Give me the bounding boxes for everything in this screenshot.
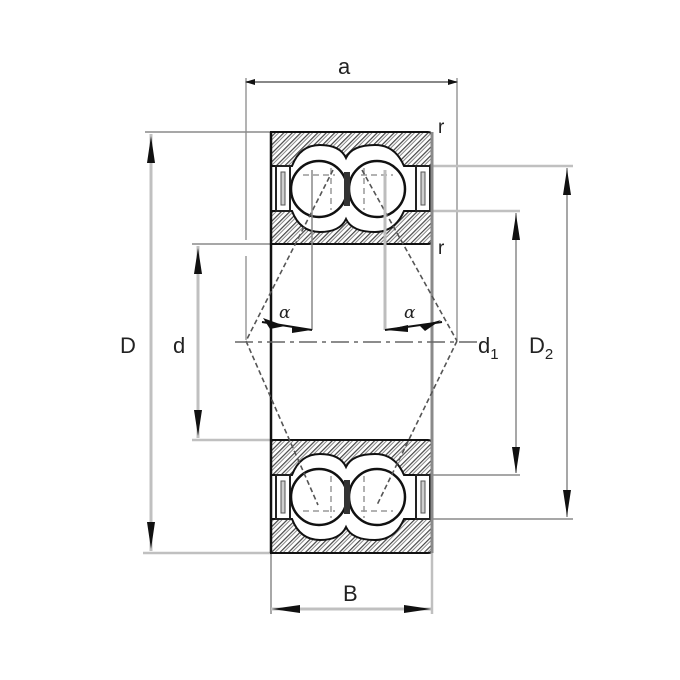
contact-line-upper-right <box>361 169 458 342</box>
alpha-right-arrow-b <box>420 320 441 331</box>
alpha-left-arrow-a <box>263 318 285 329</box>
bearing-upper-section: r r <box>270 117 445 259</box>
label-D2: D2 <box>529 333 553 363</box>
label-d1: d1 <box>478 333 499 363</box>
arrow-d-bottom <box>194 410 202 436</box>
label-alpha-left: α <box>279 303 291 323</box>
label-r-mid: r <box>438 238 445 259</box>
dimension-B: B <box>270 553 434 614</box>
arrow-D-top <box>147 136 155 163</box>
arrow-D2-bottom <box>563 490 571 516</box>
dimension-D2: D2 <box>432 164 573 520</box>
arrow-B-left <box>272 605 300 613</box>
cage-between-lower <box>344 480 350 514</box>
arrow-D-bottom <box>147 522 155 549</box>
seal-left-lower-inner <box>280 480 286 514</box>
contact-angle-lines <box>245 169 458 506</box>
label-alpha-right: α <box>404 303 416 323</box>
ball-lower-right <box>347 467 407 527</box>
bearing-lower-section <box>270 439 433 554</box>
seal-right-lower-inner <box>420 480 426 514</box>
alpha-left: α <box>261 244 313 333</box>
arrow-D2-top <box>563 169 571 195</box>
contact-line-lower-left <box>245 340 319 506</box>
arrow-d1-bottom <box>512 447 520 473</box>
label-B: B <box>343 581 358 606</box>
seal-right-upper-inner <box>420 171 426 206</box>
dimension-a: a <box>245 54 458 340</box>
ball-upper-right <box>347 159 407 219</box>
outer-ring-upper <box>270 131 433 167</box>
alpha-right-arrow-a <box>386 325 408 332</box>
dimension-d1: d1 <box>432 209 520 476</box>
label-a: a <box>338 54 351 79</box>
outer-ring-lower <box>270 518 433 554</box>
label-D: D <box>120 333 136 358</box>
seal-left-upper-inner <box>280 171 286 206</box>
dimension-d: d <box>173 243 272 442</box>
arrow-d-top <box>194 248 202 274</box>
dimension-D: D <box>120 131 272 555</box>
ball-lower-left <box>289 467 349 527</box>
arrow-d1-top <box>512 214 520 240</box>
label-d: d <box>173 333 185 358</box>
ball-upper-left <box>289 159 349 219</box>
alpha-left-arrow-b <box>292 326 311 333</box>
arrow-B-right <box>404 605 431 613</box>
inner-ring-lower <box>270 439 433 476</box>
label-r-top: r <box>438 117 445 138</box>
inner-ring-upper <box>270 210 433 245</box>
alpha-right: α <box>383 211 443 332</box>
cage-between-upper <box>344 172 350 206</box>
contact-line-lower-right <box>376 340 458 506</box>
